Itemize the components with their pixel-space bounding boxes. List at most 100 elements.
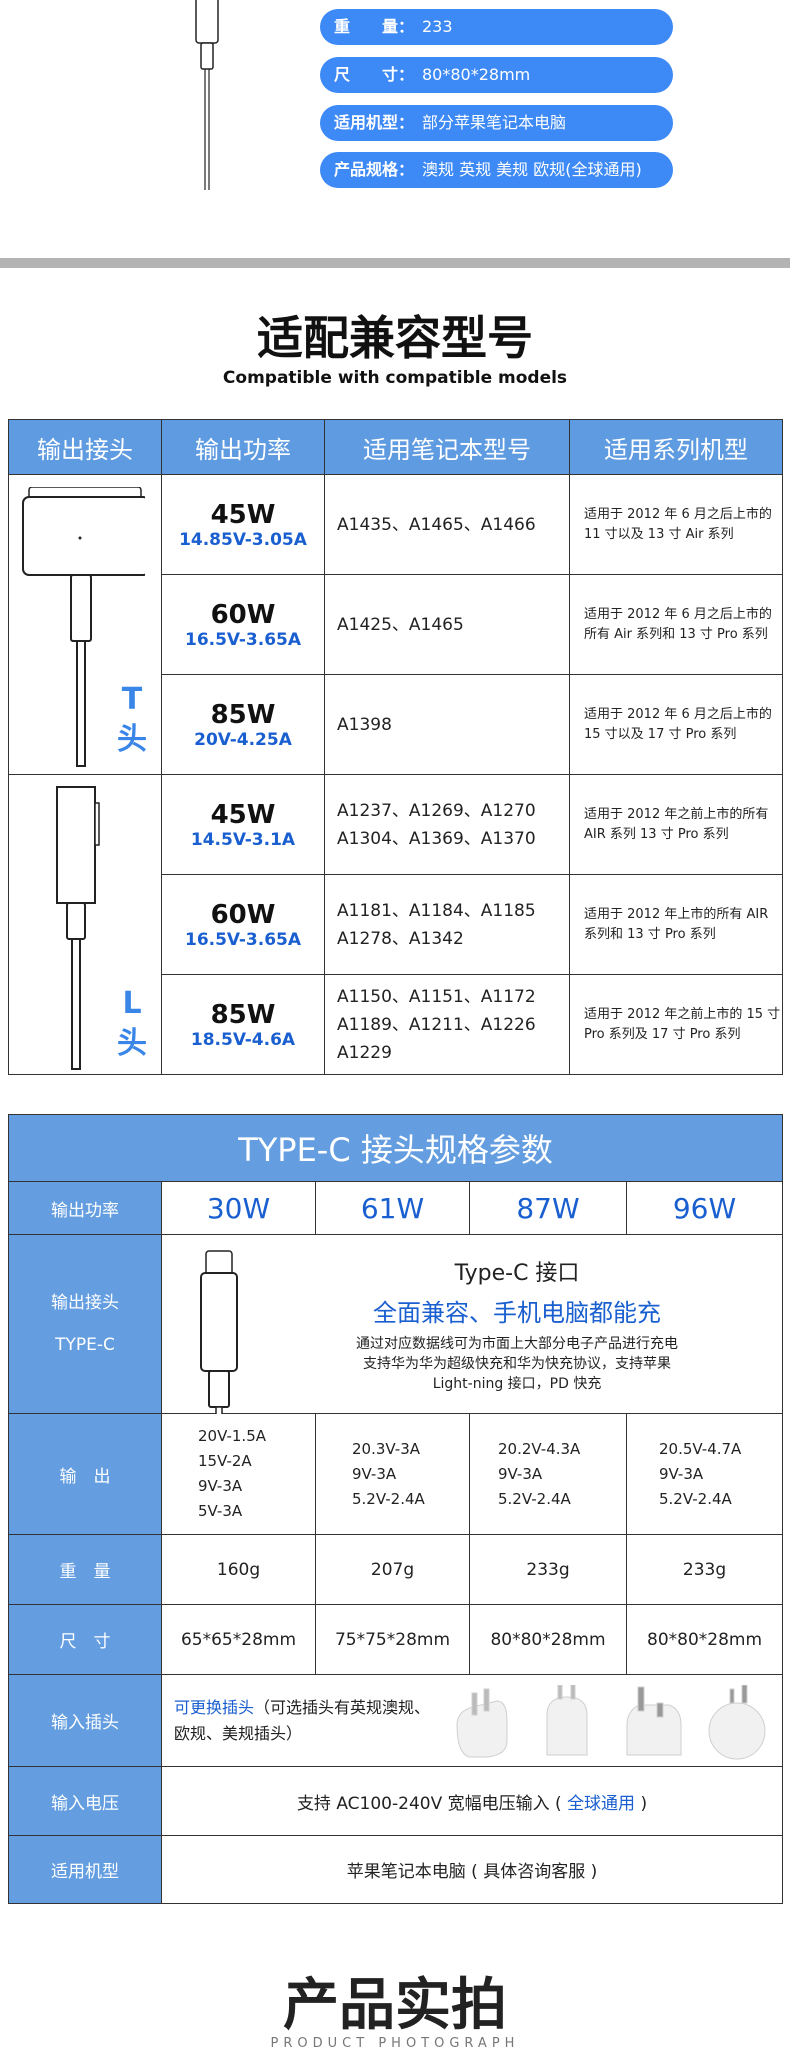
photo-title: 产品实拍 <box>283 1973 507 2038</box>
spec-label: 尺 寸： <box>334 65 415 84</box>
power-volt: 20V-4.25A <box>194 729 292 750</box>
section-divider <box>0 258 790 268</box>
header-cell: 适用笔记本型号 <box>324 419 570 475</box>
row-label: 输 出 <box>8 1413 162 1535</box>
plug-highlight: 可更换插头 <box>174 1697 255 1717</box>
magsafe-l-connector-icon <box>56 786 100 1070</box>
output-value: 5V-3A <box>198 1502 243 1520</box>
typec-connector-icon <box>200 1250 238 1414</box>
models-cell: A1150、A1151、A1172 A1189、A1211、A1226 A122… <box>324 974 570 1075</box>
connector-cable-icon <box>195 0 219 190</box>
power-volt: 18.5V-4.6A <box>190 1029 296 1050</box>
plug-adapters-icon <box>456 1685 766 1760</box>
output-value: 9V-3A <box>659 1464 704 1483</box>
series-cell: 适用于 2012 年 6 月之后上市的 11 寸以及 13 寸 Air 系列 <box>569 474 783 575</box>
power-watt: 60W <box>210 599 276 630</box>
weight-cell: 233g <box>625 1534 784 1605</box>
power-volt: 16.5V-3.65A <box>184 629 302 650</box>
size-cell: 75*75*28mm <box>315 1604 470 1675</box>
magsafe-t-connector-icon <box>22 487 145 767</box>
series-cell: 适用于 2012 年 6 月之后上市的 15 寸以及 17 寸 Pro 系列 <box>569 674 783 775</box>
plug-row: 输入插头 可更换插头（可选插头有英规澳规、欧规、美规插头） <box>8 1674 784 1767</box>
models-cell: A1435、A1465、A1466 <box>324 474 570 575</box>
power-cell: 61W <box>315 1181 470 1235</box>
output-value: 9V-3A <box>198 1477 243 1495</box>
output-value: 15V-2A <box>198 1452 252 1470</box>
row-label: 输出接头 <box>51 1293 119 1313</box>
voltage-text: ) <box>640 1793 648 1814</box>
row-label: 适用机型 <box>8 1835 162 1904</box>
models-cell: A1181、A1184、A1185 A1278、A1342 <box>324 874 570 975</box>
power-watt: 60W <box>210 899 276 930</box>
row-label: 尺 寸 <box>8 1604 162 1675</box>
power-volt: 14.85V-3.05A <box>179 529 307 550</box>
header-cell: 输出接头 <box>8 419 162 475</box>
output-value: 20V-1.5A <box>198 1427 266 1445</box>
group-suffix: 头 <box>117 1026 147 1061</box>
group-letter: T <box>121 682 143 717</box>
power-cell: 87W <box>469 1181 627 1235</box>
model-text: 苹果笔记本电脑 ( 具体咨询客服 ) <box>160 1835 784 1904</box>
power-watt: 85W <box>210 999 276 1030</box>
weight-cell: 160g <box>161 1534 316 1605</box>
spec-label: 产品规格： <box>334 160 415 179</box>
models-cell: A1398 <box>324 674 570 775</box>
power-cell: 30W <box>161 1181 316 1235</box>
spec-value: 部分苹果笔记本电脑 <box>422 113 567 132</box>
spec-standard: 产品规格： 澳规 英规 美规 欧规(全球通用) <box>320 152 673 188</box>
voltage-highlight: 全球通用 <box>567 1793 636 1814</box>
output-value: 9V-3A <box>352 1464 397 1483</box>
spec-size: 尺 寸：80*80*28mm <box>320 57 673 93</box>
series-cell: 适用于 2012 年上市的所有 AIR 系列和 13 寸 Pro 系列 <box>569 874 783 975</box>
spec-value: 澳规 英规 美规 欧规(全球通用) <box>422 160 642 179</box>
series-cell: 适用于 2012 年之前上市的 15 寸 Pro 系列及 17 寸 Pro 系列 <box>569 974 783 1075</box>
models-cell: A1425、A1465 <box>324 574 570 675</box>
typec-table: TYPE-C 接头规格参数 输出功率 30W 61W 87W 96W 输出接头 T… <box>7 1114 784 1904</box>
row-label: 输入插头 <box>8 1674 162 1767</box>
power-watt: 45W <box>210 799 276 830</box>
connector-title: Type-C 接口 <box>454 1260 580 1286</box>
spec-label: 重 量： <box>334 17 415 36</box>
connector-desc: Light-ning 接口，PD 快充 <box>432 1375 602 1392</box>
size-cell: 65*65*28mm <box>161 1604 316 1675</box>
group-suffix: 头 <box>117 722 147 757</box>
output-value: 5.2V-2.4A <box>659 1489 732 1508</box>
output-value: 20.5V-4.7A <box>659 1439 742 1458</box>
header-cell: 输出功率 <box>161 419 325 475</box>
power-row: 输出功率 30W 61W 87W 96W <box>8 1181 784 1235</box>
output-value: 20.2V-4.3A <box>498 1439 581 1458</box>
row-label: 重 量 <box>8 1534 162 1605</box>
photo-subtitle: PRODUCT PHOTOGRAPH <box>270 2036 520 2051</box>
spec-models: 适用机型： 部分苹果笔记本电脑 <box>320 105 673 141</box>
output-value: 9V-3A <box>498 1464 543 1483</box>
weight-cell: 233g <box>469 1534 627 1605</box>
typec-title: TYPE-C 接头规格参数 <box>7 1114 784 1182</box>
output-row: 输 出 20V-1.5A 15V-2A 9V-3A 5V-3A 20.3V-3A 9V-… <box>8 1413 784 1535</box>
power-watt: 85W <box>210 699 276 730</box>
power-volt: 14.5V-3.1A <box>190 829 296 850</box>
models-cell: A1237、A1269、A1270 A1304、A1369、A1370 <box>324 774 570 875</box>
power-watt: 45W <box>210 499 276 530</box>
header-cell: 适用系列机型 <box>569 419 783 475</box>
output-value: 20.3V-3A <box>352 1439 420 1458</box>
group-letter: L <box>122 986 142 1021</box>
row-label: TYPE-C <box>55 1335 115 1355</box>
model-row: 适用机型 苹果笔记本电脑 ( 具体咨询客服 ) <box>8 1835 784 1904</box>
connector-desc: 支持华为华为超级快充和华为快充协议，支持苹果 <box>363 1355 672 1372</box>
connector-slogan: 全面兼容、手机电脑都能充 <box>373 1298 662 1327</box>
voltage-row: 输入电压 支持 AC100-240V 宽幅电压输入 ( 全球通用 ) <box>8 1766 784 1836</box>
series-cell: 适用于 2012 年之前上市的所有 AIR 系列 13 寸 Pro 系列 <box>569 774 783 875</box>
compat-title: 适配兼容型号 <box>257 311 533 365</box>
spec-label: 适用机型： <box>334 113 415 132</box>
spec-value: 233 <box>422 17 453 36</box>
row-label: 输入电压 <box>8 1766 162 1836</box>
